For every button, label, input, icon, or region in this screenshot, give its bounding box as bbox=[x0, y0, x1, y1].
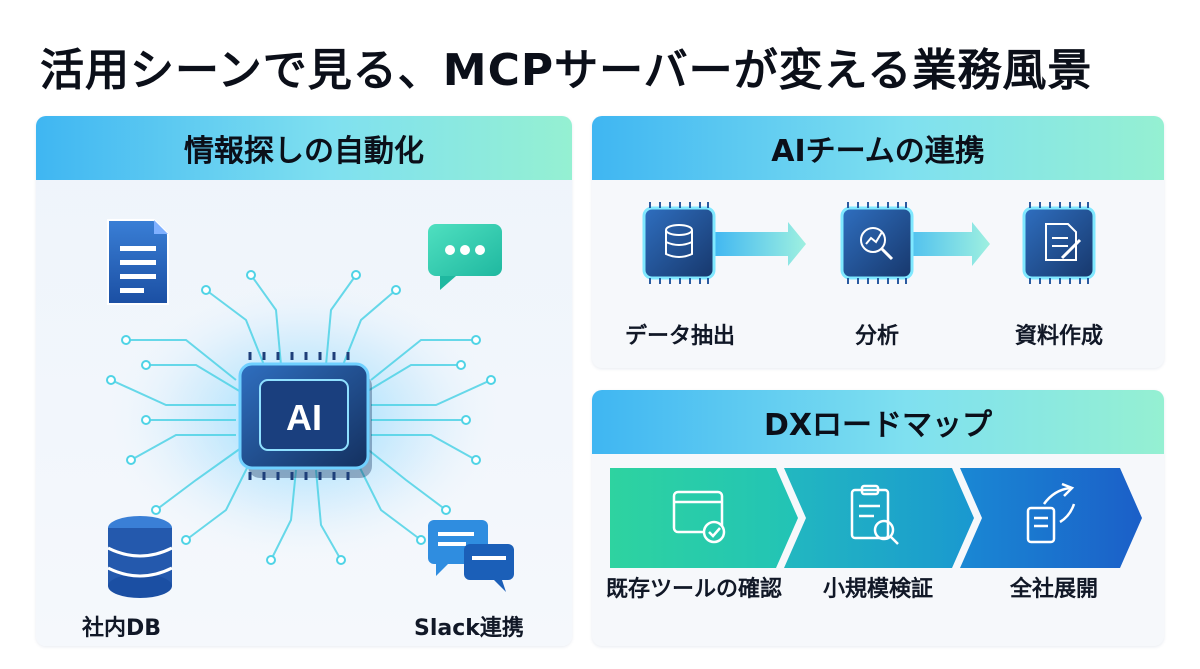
roadmap-step-2: 小規模検証 bbox=[822, 577, 933, 602]
dx-roadmap-panel: DXロードマップ bbox=[592, 390, 1164, 646]
cpu-analysis bbox=[840, 202, 914, 284]
cpu-document-creation bbox=[1022, 202, 1096, 284]
step-document-creation: 資料作成 bbox=[1014, 324, 1103, 349]
page-title: 活用シーンで見る、MCPサーバーが変える業務風景 bbox=[40, 45, 1093, 96]
ai-circuit-diagram: AI bbox=[36, 180, 572, 646]
browser-check-icon bbox=[672, 490, 726, 544]
ai-team-flow: データ抽出 分析 資料作成 bbox=[592, 180, 1164, 368]
roadmap-step-1: 既存ツールの確認 bbox=[605, 577, 782, 602]
ai-team-header: AIチームの連携 bbox=[592, 116, 1164, 180]
dx-roadmap-flow: 既存ツールの確認 小規模検証 全社展開 bbox=[592, 454, 1164, 646]
slack-label: Slack連携 bbox=[414, 616, 524, 641]
ai-chip-label: AI bbox=[286, 397, 322, 438]
ai-chip: AI bbox=[238, 352, 372, 480]
step-data-extraction: データ抽出 bbox=[624, 324, 735, 349]
document-icon bbox=[107, 219, 169, 305]
ai-team-panel: AIチームの連携 bbox=[592, 116, 1164, 368]
info-search-panel: 情報探しの自動化 bbox=[36, 116, 572, 646]
roadmap-svg bbox=[610, 468, 1142, 568]
roadmap-step-3: 全社展開 bbox=[1009, 577, 1098, 602]
clipboard-search-icon bbox=[850, 484, 899, 545]
cpu-data-extraction bbox=[642, 202, 716, 284]
roadmap-chevron-2 bbox=[784, 468, 974, 568]
message-bubbles-icon bbox=[428, 520, 514, 592]
growth-expand-icon bbox=[1026, 482, 1076, 544]
chat-bubble-icon bbox=[428, 224, 502, 290]
database-icon bbox=[107, 516, 173, 598]
internal-db-label: 社内DB bbox=[82, 616, 162, 641]
circuit-svg: AI bbox=[94, 219, 514, 598]
dx-roadmap-header: DXロードマップ bbox=[592, 390, 1164, 454]
step-analysis: 分析 bbox=[854, 324, 899, 349]
flow-arrow-2 bbox=[892, 222, 990, 266]
info-search-header: 情報探しの自動化 bbox=[36, 116, 572, 180]
ai-team-svg bbox=[642, 202, 1096, 284]
roadmap-chevron-1 bbox=[610, 468, 798, 568]
roadmap-chevron-3 bbox=[960, 468, 1142, 568]
flow-arrow-1 bbox=[712, 222, 806, 266]
